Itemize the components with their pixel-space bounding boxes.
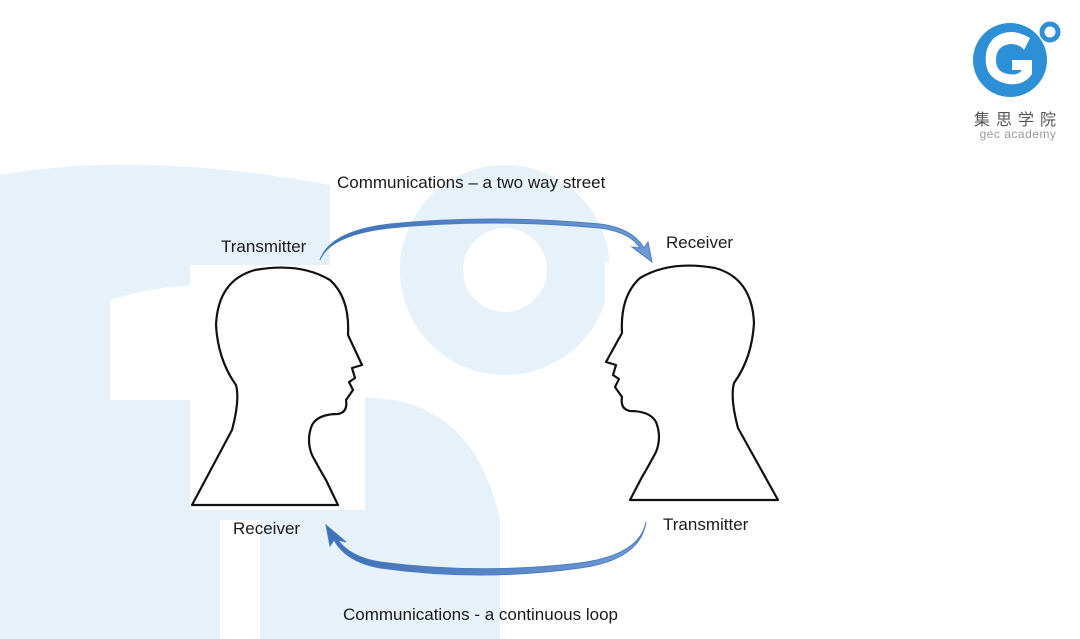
left-head-top-label: Transmitter [221, 237, 307, 256]
right-head-top-label: Receiver [666, 233, 734, 252]
top-caption: Communications – a two way street [337, 173, 606, 192]
top-arrow [319, 218, 653, 264]
right-head-bottom-label: Transmitter [663, 515, 749, 534]
bottom-caption: Communications - a continuous loop [343, 605, 618, 624]
logo-g-icon [973, 21, 1061, 97]
left-head-silhouette [190, 266, 364, 507]
gec-academy-logo: 集思学院 gec academy [966, 16, 1070, 146]
logo-chinese-text: 集思学院 [973, 110, 1062, 129]
left-head-bottom-label: Receiver [233, 519, 301, 538]
bottom-arrow [325, 521, 647, 576]
logo-english-text: gec academy [979, 127, 1057, 141]
right-head-silhouette [604, 264, 780, 502]
